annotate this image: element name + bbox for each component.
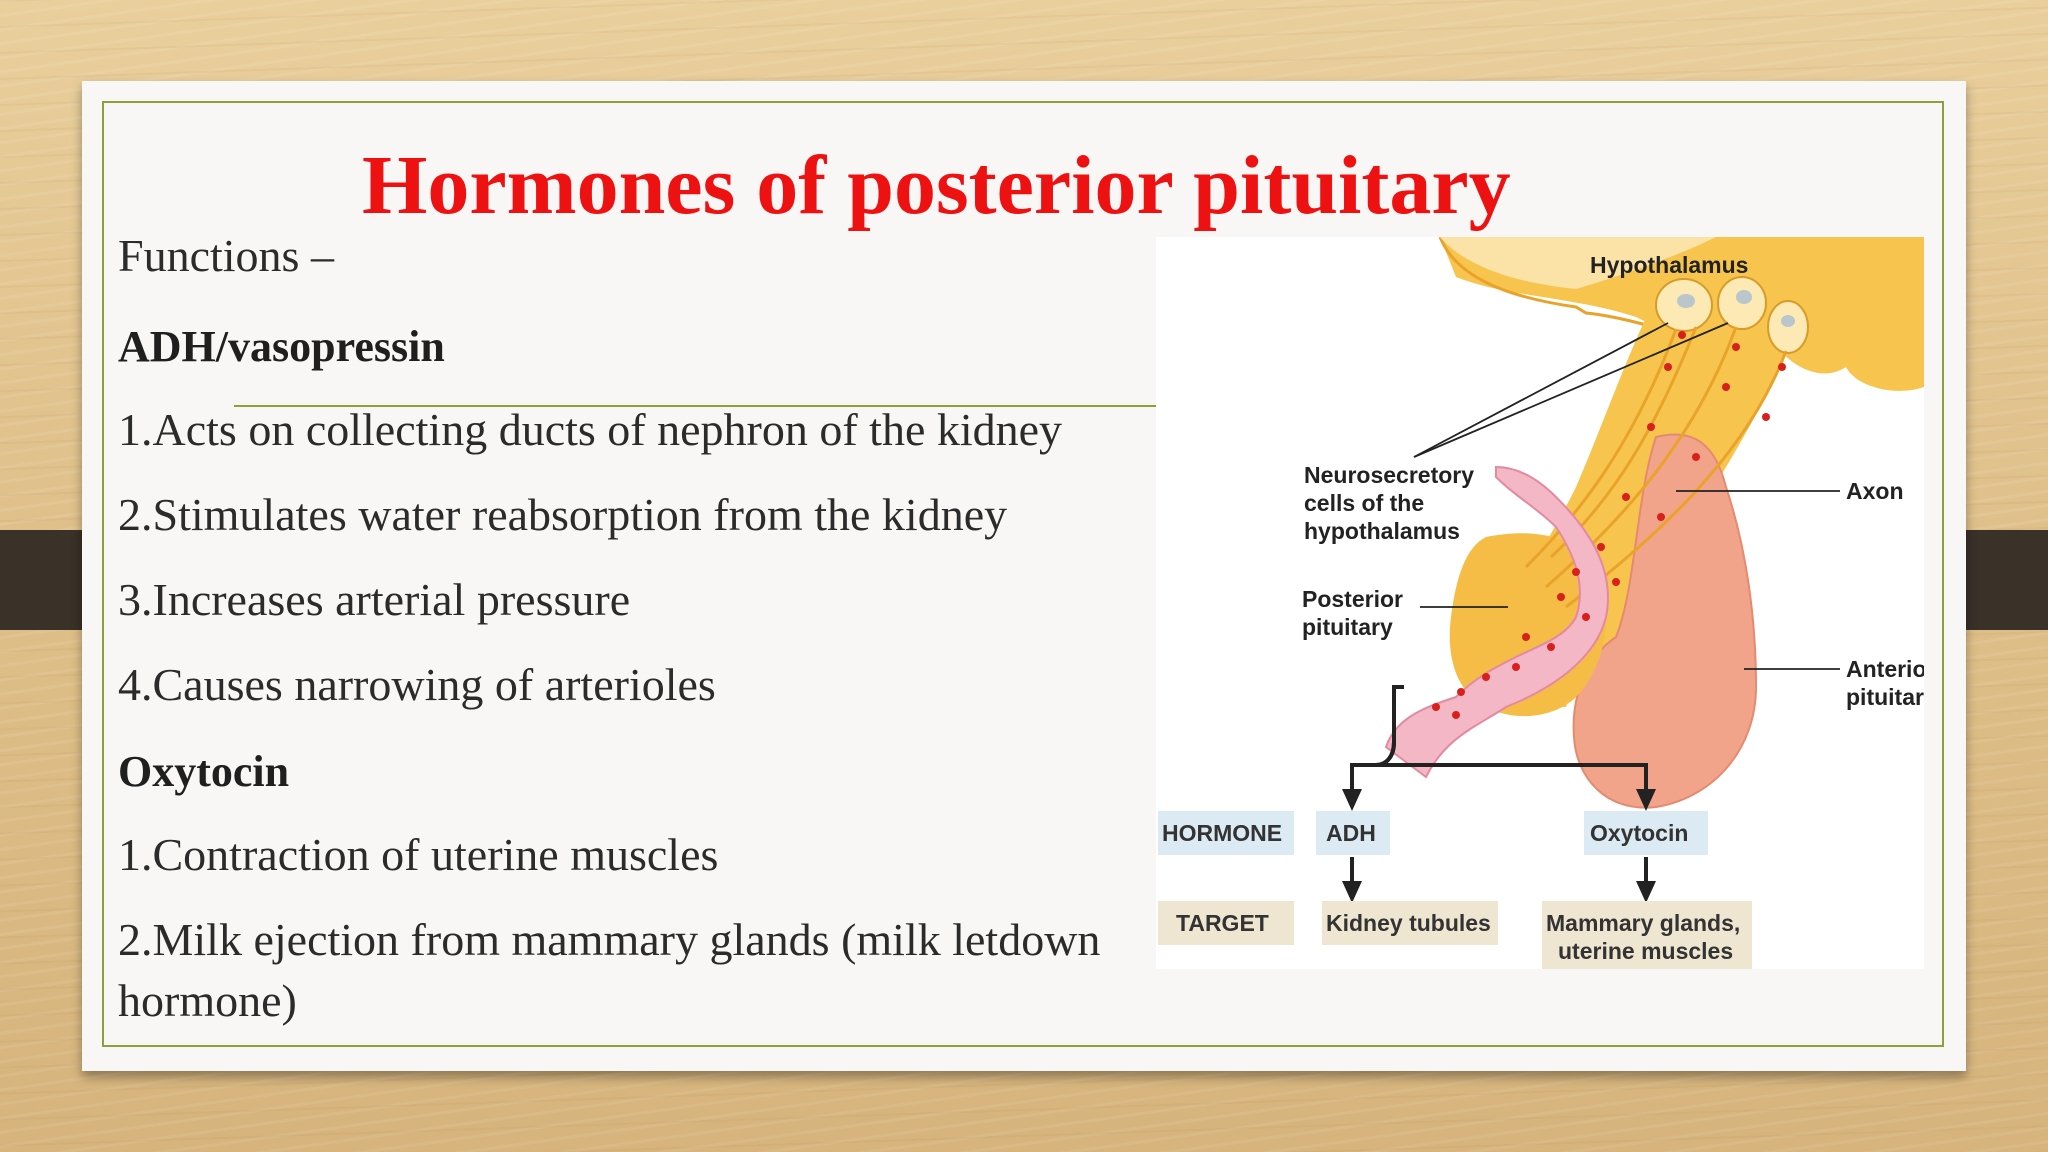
label-posterior-1: Posterior bbox=[1302, 586, 1403, 612]
adh-item-2: 2.Stimulates water reabsorption from the… bbox=[118, 489, 1008, 540]
slide-frame bbox=[102, 101, 1944, 1047]
label-anterior-1: Anterior bbox=[1846, 656, 1924, 682]
label-posterior-2: pituitary bbox=[1302, 614, 1393, 640]
pituitary-diagram: Hypothalamus Neurosecretory cells of the… bbox=[1156, 237, 1924, 969]
table-target-mammary: Mammary glands, bbox=[1546, 910, 1740, 936]
oxytocin-heading: Oxytocin bbox=[118, 747, 290, 796]
table-hormone-label: HORMONE bbox=[1162, 820, 1282, 846]
hormone-granules bbox=[1432, 331, 1786, 719]
blood-vessel bbox=[1384, 465, 1609, 779]
neuron-cells bbox=[1655, 276, 1809, 354]
decorative-line bbox=[234, 405, 1240, 407]
table-hormone-oxytocin: Oxytocin bbox=[1590, 820, 1688, 846]
table-target-label: TARGET bbox=[1176, 910, 1269, 936]
diagram-svg: Hypothalamus Neurosecretory cells of the… bbox=[1158, 237, 1924, 969]
flow-arrows bbox=[1350, 685, 1648, 885]
label-neurosecretory-3: hypothalamus bbox=[1304, 518, 1460, 544]
table-target-kidney: Kidney tubules bbox=[1326, 910, 1491, 936]
adh-item-3: 3.Increases arterial pressure bbox=[118, 574, 631, 625]
label-neurosecretory-1: Neurosecretory bbox=[1304, 462, 1474, 488]
hypothalamus-upper-pale bbox=[1440, 237, 1716, 289]
functions-heading: Functions – bbox=[118, 230, 334, 281]
hormone-target-table bbox=[1158, 811, 1752, 969]
arrowheads bbox=[1342, 789, 1656, 903]
slide-title: Hormones of posterior pituitary bbox=[362, 139, 1511, 232]
label-neurosecretory-2: cells of the bbox=[1304, 490, 1424, 516]
anterior-pituitary-shape bbox=[1572, 433, 1758, 809]
adh-heading: ADH/vasopressin bbox=[118, 322, 445, 371]
table-target-uterine: uterine muscles bbox=[1558, 938, 1733, 964]
label-hypothalamus: Hypothalamus bbox=[1590, 252, 1748, 278]
oxytocin-item-2: 2.Milk ejection from mammary glands (mil… bbox=[118, 914, 1101, 965]
slide: Hormones of posterior pituitary Function… bbox=[82, 81, 1966, 1071]
adh-item-4: 4.Causes narrowing of arterioles bbox=[118, 659, 716, 710]
oxytocin-item-2-cont: hormone) bbox=[118, 975, 297, 1026]
table-hormone-adh: ADH bbox=[1326, 820, 1376, 846]
leader-lines bbox=[1413, 322, 1840, 670]
oxytocin-item-1: 1.Contraction of uterine muscles bbox=[118, 829, 719, 880]
label-axon: Axon bbox=[1846, 478, 1904, 504]
adh-item-1: 1.Acts on collecting ducts of nephron of… bbox=[118, 404, 1063, 455]
label-anterior-2: pituitary bbox=[1846, 684, 1924, 710]
